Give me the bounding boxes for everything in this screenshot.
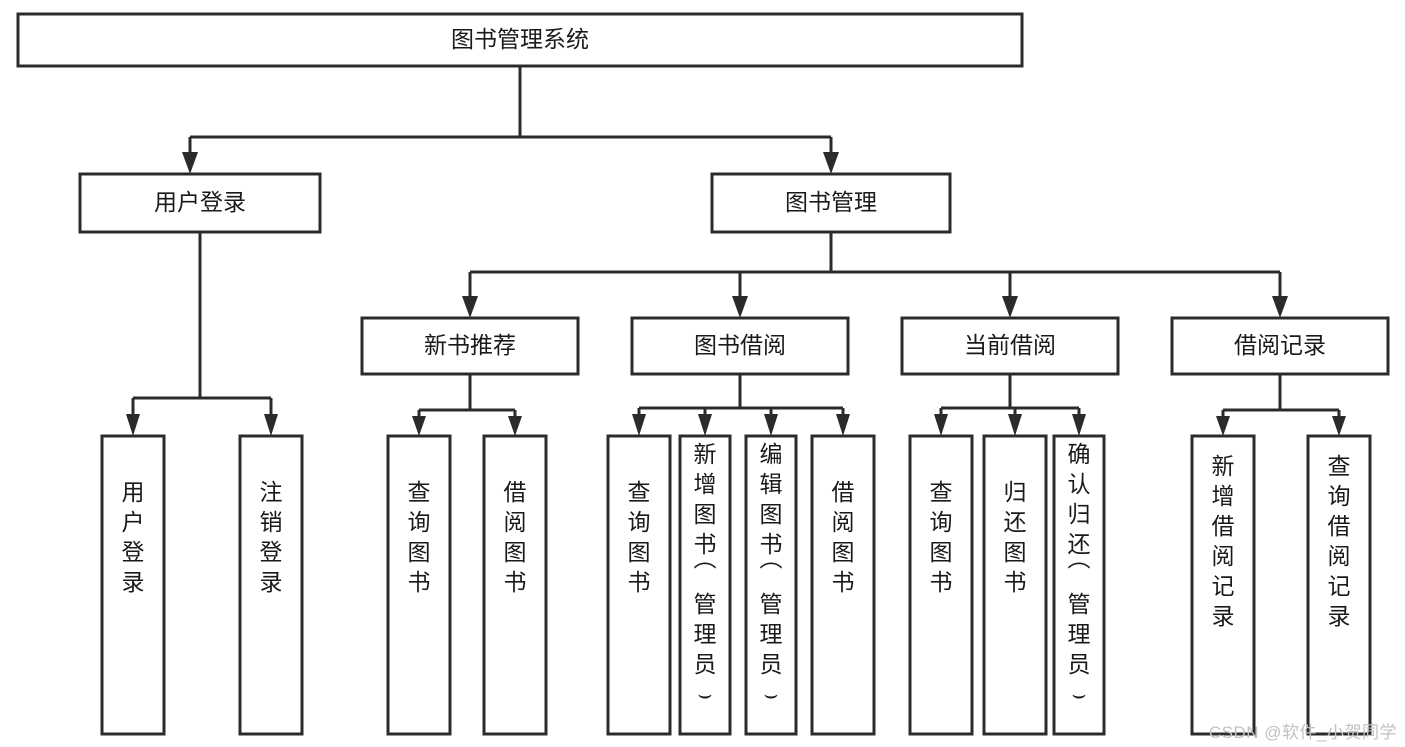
node-user-login[interactable]: 用户登录 [78,172,322,234]
leaf-user-login-box[interactable] [100,434,166,736]
leaf-add-record-box[interactable] [1190,434,1256,736]
node-leaf-add-record[interactable]: 新增借阅记录 [1190,434,1256,736]
leaf-query-book-2-label: 查询图书 [628,479,651,595]
arrow-borrow-record [1272,296,1288,318]
arrow-leaf-query-book-1 [412,416,426,436]
arrow-leaf-edit-book [764,414,778,436]
connector-layer [126,66,1346,436]
leaf-add-record-label: 新增借阅记录 [1212,453,1235,629]
arrow-leaf-add-book [698,414,712,436]
arrow-leaf-query-record [1332,416,1346,436]
current-borrow-box[interactable] [900,316,1120,376]
leaf-query-book-1-label: 查询图书 [408,479,431,595]
node-leaf-borrow-book-1[interactable]: 借阅图书 [482,434,548,736]
leaf-add-book-label: 新增图书⌒管理员⌣ [694,441,717,707]
node-leaf-query-book-3[interactable]: 查询图书 [908,434,974,736]
leaf-borrow-book-1-label: 借阅图书 [504,479,527,595]
node-leaf-add-book[interactable]: 新增图书⌒管理员⌣ [678,434,732,736]
arrow-book-manage [823,152,839,174]
root-box[interactable] [16,12,1024,68]
arrow-leaf-borrow-book-2 [836,414,850,436]
arrow-leaf-borrow-book-1 [508,416,522,436]
arrow-leaf-query-book-2 [632,414,646,436]
node-book-manage[interactable]: 图书管理 [710,172,952,234]
leaf-borrow-book-2-box[interactable] [810,434,876,736]
leaf-query-book-3-box[interactable] [908,434,974,736]
node-book-borrow[interactable]: 图书借阅 [630,316,850,376]
node-leaf-user-login[interactable]: 用户登录 [100,434,166,736]
book-borrow-box[interactable] [630,316,850,376]
book-manage-label: 图书管理 [785,189,877,215]
node-leaf-edit-book[interactable]: 编辑图书⌒管理员⌣ [744,434,798,736]
root-label: 图书管理系统 [451,26,589,52]
arrow-user-login [182,152,198,174]
node-leaf-logout-login[interactable]: 注销登录 [238,434,304,736]
leaf-confirm-return-label: 确认归还⌒管理员⌣ [1068,441,1091,707]
current-borrow-label: 当前借阅 [964,332,1056,358]
leaf-query-book-1-box[interactable] [386,434,452,736]
leaf-edit-book-box[interactable] [744,434,798,736]
leaf-logout-login-label: 注销登录 [260,479,283,595]
leaf-confirm-return-box[interactable] [1052,434,1106,736]
borrow-record-box[interactable] [1170,316,1390,376]
arrow-leaf-add-record [1216,416,1230,436]
node-leaf-query-book-2[interactable]: 查询图书 [606,434,672,736]
leaf-return-book-label: 归还图书 [1004,479,1027,595]
new-book-recommend-box[interactable] [360,316,580,376]
node-leaf-confirm-return[interactable]: 确认归还⌒管理员⌣ [1052,434,1106,736]
user-login-box[interactable] [78,172,322,234]
node-root[interactable]: 图书管理系统 [16,12,1024,68]
arrow-leaf-return-book [1008,414,1022,436]
node-leaf-return-book[interactable]: 归还图书 [982,434,1048,736]
new-book-recommend-label: 新书推荐 [424,332,516,358]
arrow-leaf-query-book-3 [934,414,948,436]
leaf-user-login-label: 用户登录 [122,479,145,595]
leaf-query-book-3-label: 查询图书 [930,479,953,595]
arrow-book-borrow [732,296,748,318]
node-current-borrow[interactable]: 当前借阅 [900,316,1120,376]
book-borrow-label: 图书借阅 [694,332,786,358]
node-new-book-recommend[interactable]: 新书推荐 [360,316,580,376]
node-leaf-query-book-1[interactable]: 查询图书 [386,434,452,736]
arrow-leaf-confirm-return [1072,414,1086,436]
arrow-current-borrow [1002,296,1018,318]
arrow-leaf-logout-login [264,414,278,436]
leaf-add-book-box[interactable] [678,434,732,736]
leaf-return-book-box[interactable] [982,434,1048,736]
leaf-edit-book-label: 编辑图书⌒管理员⌣ [760,441,783,707]
borrow-record-label: 借阅记录 [1234,332,1326,358]
leaf-query-book-2-box[interactable] [606,434,672,736]
arrow-new-book-recommend [462,296,478,318]
leaf-query-record-box[interactable] [1306,434,1372,736]
arrow-leaf-user-login [126,414,140,436]
leaf-borrow-book-2-label: 借阅图书 [832,479,855,595]
book-manage-box[interactable] [710,172,952,234]
node-leaf-borrow-book-2[interactable]: 借阅图书 [810,434,876,736]
leaf-query-record-label: 查询借阅记录 [1328,453,1351,629]
node-leaf-query-record[interactable]: 查询借阅记录 [1306,434,1372,736]
user-login-label: 用户登录 [154,189,246,215]
leaf-logout-login-box[interactable] [238,434,304,736]
leaf-borrow-book-1-box[interactable] [482,434,548,736]
node-borrow-record[interactable]: 借阅记录 [1170,316,1390,376]
